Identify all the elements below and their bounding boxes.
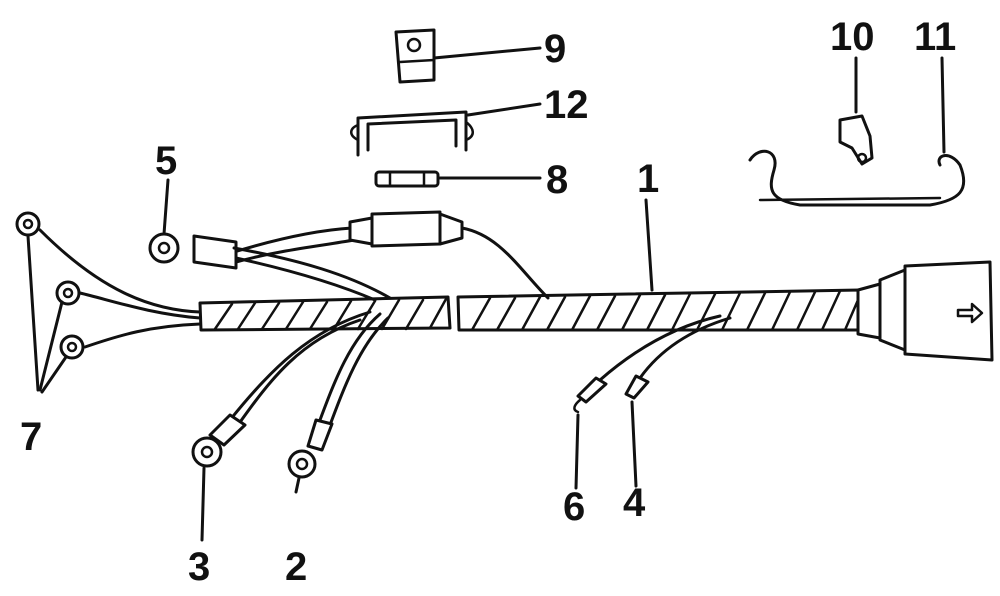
callout-1: 1 (637, 157, 659, 201)
bullet-leads (573, 314, 732, 414)
callout-10: 10 (830, 15, 875, 59)
callout-7: 7 (20, 415, 42, 459)
callout-12: 12 (544, 83, 589, 127)
retainer-wire-part (748, 149, 966, 207)
left-ring-leads (15, 211, 202, 360)
callout-labels: 1 2 3 4 5 6 7 8 9 10 11 12 (20, 15, 956, 589)
leader-lines (26, 46, 946, 542)
callout-9: 9 (544, 27, 566, 71)
retainer-bracket-part (350, 110, 474, 157)
lower-ring-leads (191, 310, 390, 479)
callout-2: 2 (285, 545, 307, 589)
callout-3: 3 (188, 545, 210, 589)
arrow-icon (956, 302, 984, 324)
harness-wrap-left (198, 295, 452, 332)
clip-part (394, 28, 436, 84)
clamp-part (838, 114, 874, 166)
callout-6: 6 (563, 485, 585, 529)
callout-4: 4 (623, 481, 646, 525)
harness-wrap-right (456, 288, 864, 332)
fuse-part (374, 170, 440, 188)
harness-connector (856, 260, 994, 362)
fused-lead (148, 210, 550, 302)
callout-11: 11 (914, 15, 956, 59)
callout-5: 5 (155, 139, 177, 183)
callout-8: 8 (546, 158, 568, 202)
main-harness (198, 260, 994, 362)
